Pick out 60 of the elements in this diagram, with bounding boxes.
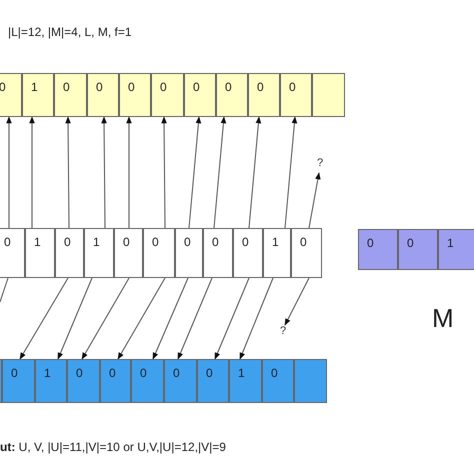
arrow bbox=[126, 116, 132, 228]
arrow bbox=[178, 278, 212, 360]
arrow bbox=[188, 116, 202, 228]
array-cell: 0 bbox=[143, 228, 175, 278]
parameter-text: |L|=12, |M|=4, L, M, f=1 bbox=[8, 25, 132, 39]
arrow bbox=[161, 116, 167, 228]
array-cell: 1 bbox=[84, 228, 114, 278]
array-cell: 0 bbox=[164, 359, 197, 403]
array-cell: 0 bbox=[233, 228, 263, 278]
array-cell: 0 bbox=[262, 359, 294, 403]
array-cell: 0 bbox=[151, 73, 184, 117]
line bbox=[0, 278, 8, 302]
array-cell: 0 bbox=[55, 228, 84, 278]
array-cell: 0 bbox=[280, 73, 312, 117]
array-cell: 0 bbox=[216, 73, 248, 117]
arrow bbox=[308, 172, 321, 228]
array-cell: 0 bbox=[119, 73, 151, 117]
array-cell: 1 bbox=[22, 73, 54, 117]
arrow bbox=[6, 116, 12, 228]
arrow bbox=[214, 278, 250, 360]
array-cell: 0 bbox=[114, 228, 143, 278]
array-cell: 0 bbox=[131, 359, 164, 403]
arrow bbox=[214, 116, 226, 228]
array-cell: 0 bbox=[184, 73, 216, 117]
array-cell: 1 bbox=[263, 228, 291, 278]
arrow bbox=[152, 278, 188, 360]
array-cell: 1 bbox=[438, 229, 474, 270]
arrow bbox=[248, 116, 262, 228]
array-cell: 0 bbox=[358, 229, 398, 270]
array-cell: 1 bbox=[229, 359, 262, 403]
array-cell bbox=[312, 73, 345, 117]
array-cell bbox=[294, 359, 327, 403]
array-cell: 1 bbox=[25, 228, 55, 278]
array-cell: 0 bbox=[67, 359, 100, 403]
array-cell: 0 bbox=[197, 359, 229, 403]
array-cell: 0 bbox=[0, 228, 25, 278]
arrow bbox=[29, 116, 35, 228]
array-cell: 0 bbox=[248, 73, 280, 117]
arrow bbox=[65, 116, 71, 228]
array-cell: 0 bbox=[2, 359, 35, 403]
array-cell: 0 bbox=[291, 228, 322, 278]
arrow bbox=[240, 278, 274, 360]
question-mark: ? bbox=[314, 157, 326, 173]
array-cell: 0 bbox=[54, 73, 87, 117]
arrow bbox=[58, 278, 92, 360]
array-cell: 0 bbox=[398, 229, 438, 270]
arrow bbox=[82, 278, 130, 360]
array-cell: 0 bbox=[100, 359, 131, 403]
arrow bbox=[118, 278, 166, 360]
arrow bbox=[284, 278, 310, 326]
array-cell: 0 bbox=[175, 228, 203, 278]
arrow bbox=[284, 116, 298, 228]
array-cell: 0 bbox=[203, 228, 233, 278]
arrow bbox=[20, 278, 68, 360]
question-mark: ? bbox=[277, 325, 289, 341]
output-text: ut: U, V, |U|=11,|V|=10 or U,V,|U|=12,|V|=9 bbox=[0, 440, 226, 454]
array-cell: 1 bbox=[35, 359, 67, 403]
arrow bbox=[101, 116, 107, 228]
array-name: M bbox=[432, 303, 454, 334]
array-cell: 0 bbox=[87, 73, 119, 117]
